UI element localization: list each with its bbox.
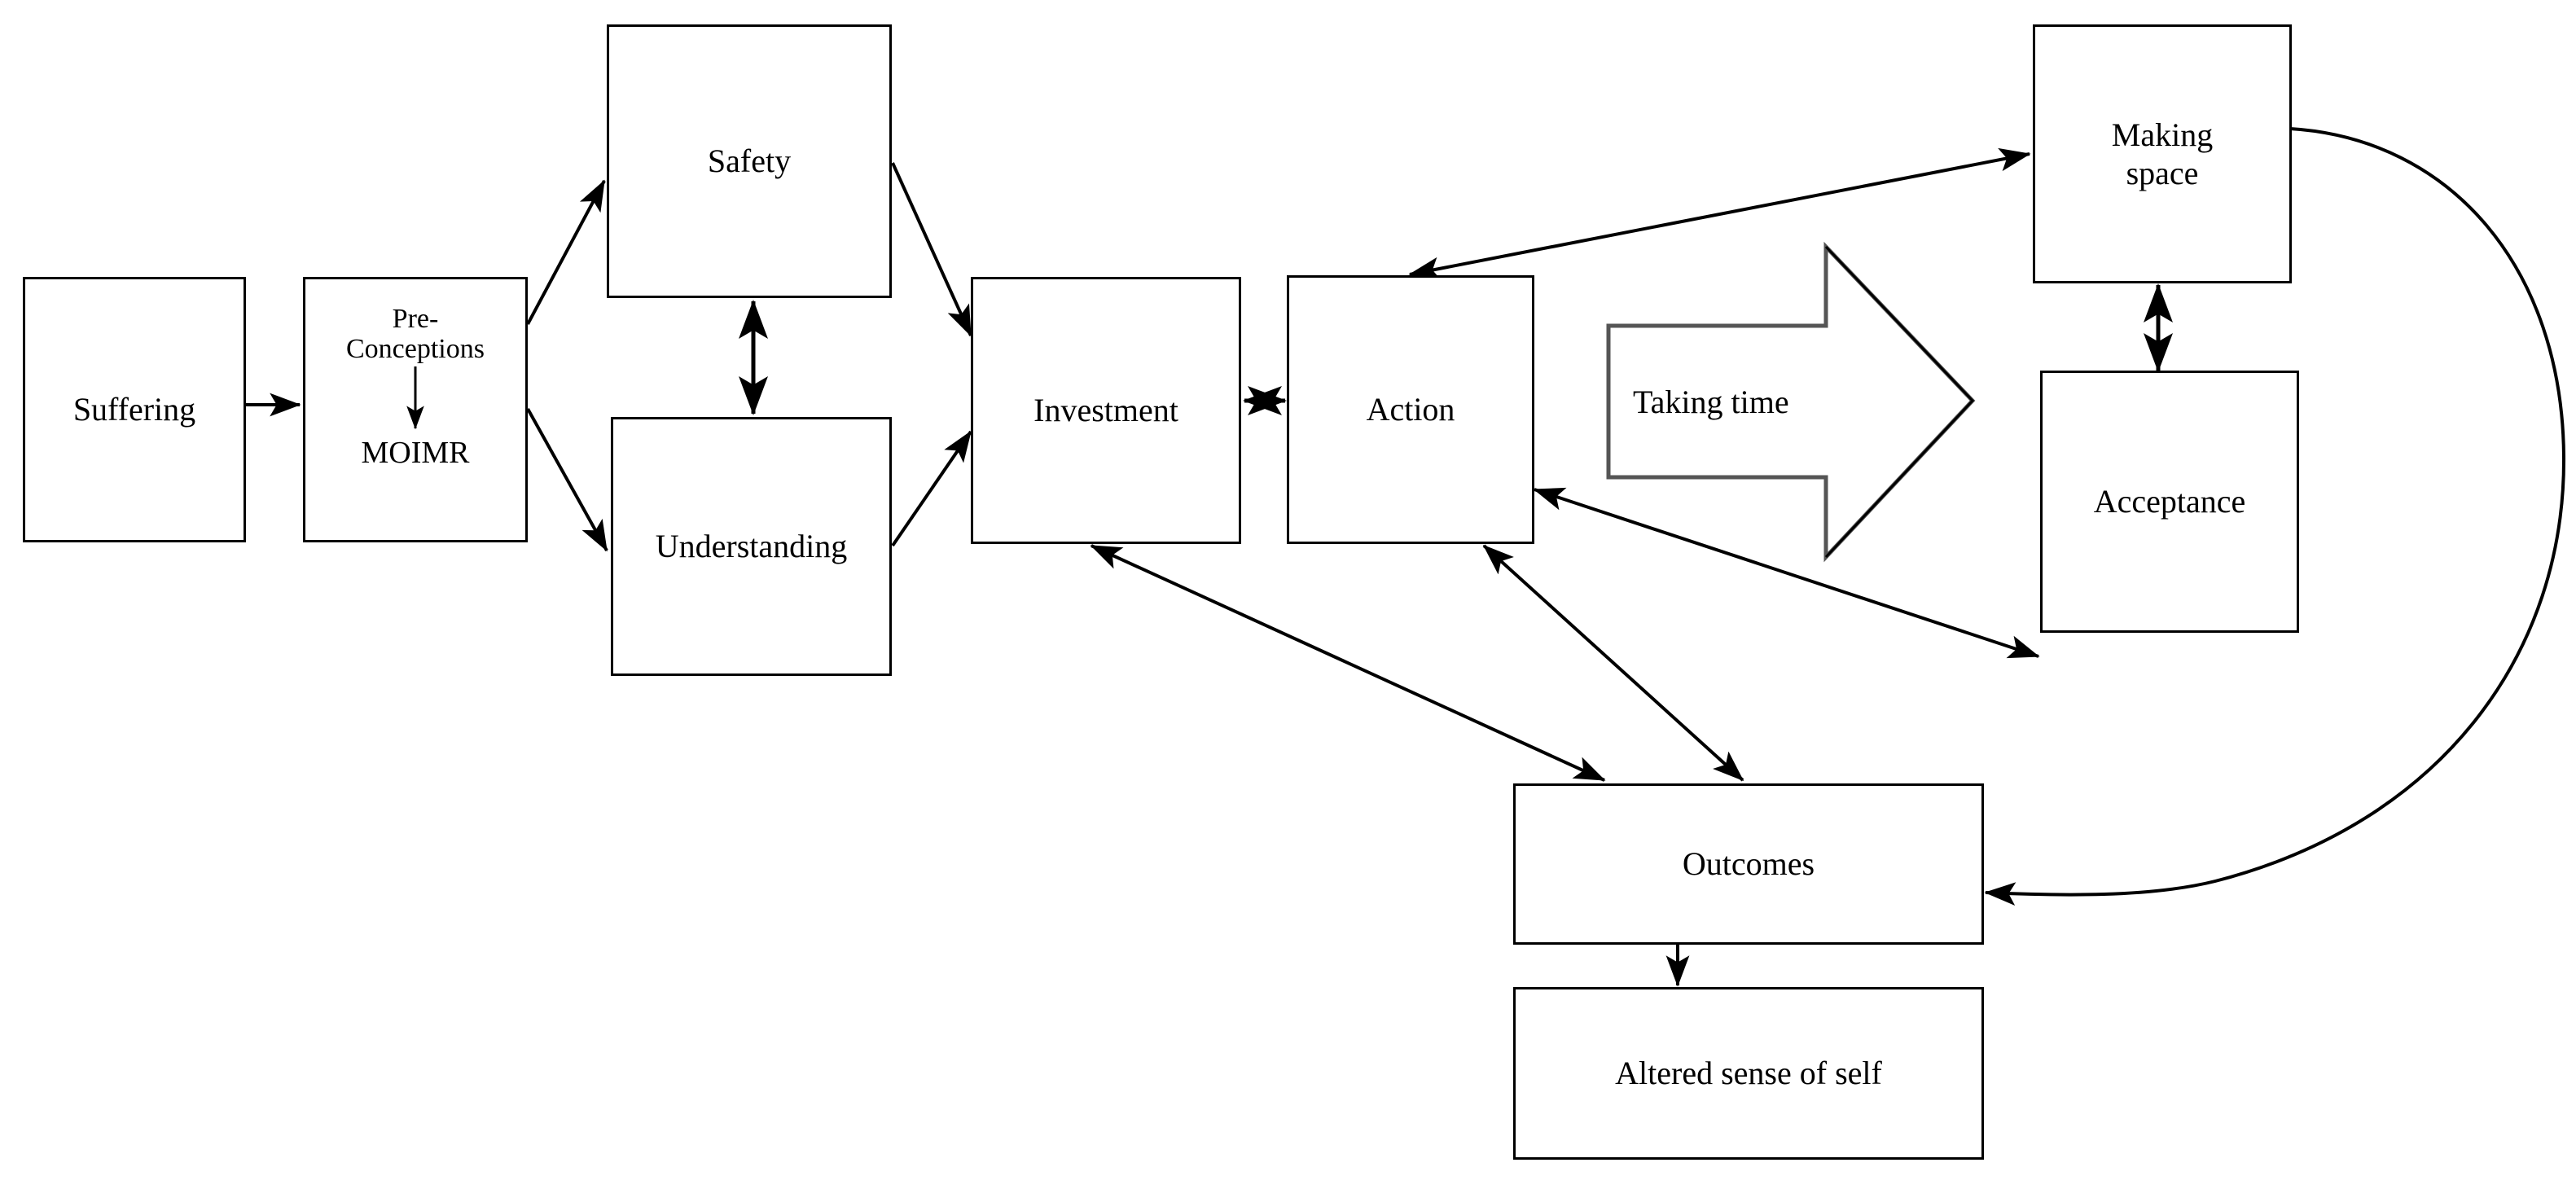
edge-action-outcomes (1482, 544, 1744, 782)
node-acceptance[interactable]: Acceptance (2040, 371, 2299, 633)
node-makingspace[interactable]: Making space (2033, 24, 2292, 283)
edge-action-acceptance (1533, 487, 2040, 659)
node-action-label: Action (1366, 391, 1455, 428)
node-takingtime-label: Taking time (1633, 384, 1789, 420)
node-outcomes[interactable]: Outcomes (1513, 783, 1984, 945)
node-safety-label: Safety (707, 143, 792, 180)
edge-preconceptions-to-understanding (526, 408, 608, 552)
node-action[interactable]: Action (1287, 275, 1534, 544)
node-suffering-label: Suffering (72, 391, 196, 428)
edge-preconceptions-to-safety (526, 179, 606, 325)
edge-investment-outcomes (1090, 544, 1606, 782)
node-preconceptions-label: Pre- Conceptions (346, 304, 485, 365)
node-outcomes-label: Outcomes (1682, 845, 1815, 883)
node-investment-label: Investment (1033, 392, 1178, 429)
edge-safety-to-investment (891, 162, 972, 337)
taking-time-block-arrow-outline-dark (1824, 245, 1975, 559)
node-makingspace-label: Making space (2111, 116, 2214, 191)
node-preconceptions[interactable]: Pre- Conceptions MOIMR (303, 277, 528, 542)
node-alteredself-label: Altered sense of self (1615, 1055, 1882, 1092)
node-moimr-label: MOIMR (361, 435, 470, 470)
edge-action-makingspace (1408, 147, 2031, 281)
node-alteredself[interactable]: Altered sense of self (1513, 987, 1984, 1160)
node-understanding-label: Understanding (655, 528, 848, 565)
edge-makingspace-to-outcomes-curve (1984, 127, 2566, 906)
node-acceptance-label: Acceptance (2093, 483, 2246, 520)
edge-understanding-to-investment (891, 430, 972, 547)
preconceptions-to-moimr-arrow-icon (406, 365, 425, 435)
node-safety[interactable]: Safety (607, 24, 892, 298)
node-understanding[interactable]: Understanding (611, 417, 892, 676)
node-suffering[interactable]: Suffering (23, 277, 246, 542)
node-investment[interactable]: Investment (971, 277, 1241, 544)
